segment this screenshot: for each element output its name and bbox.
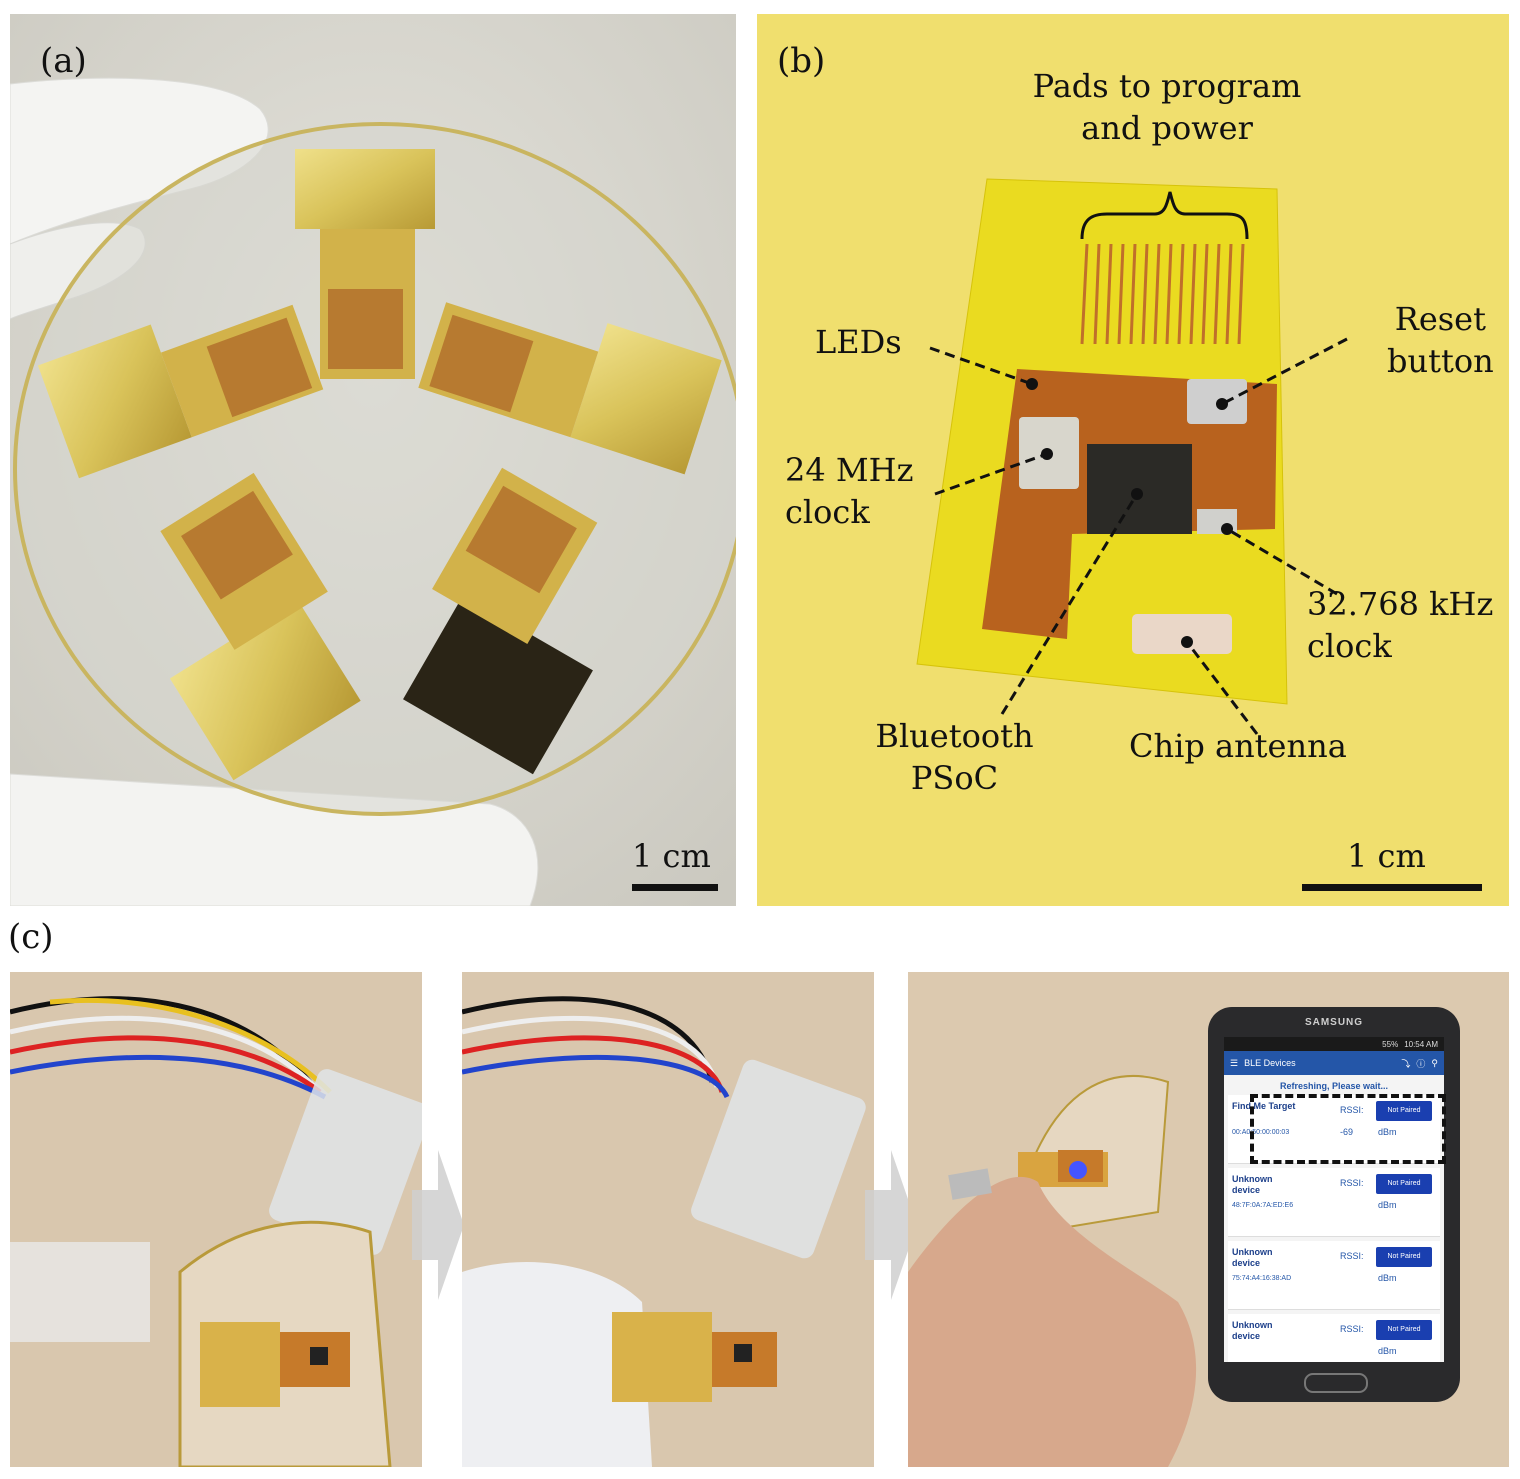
device-name: Find Me Target xyxy=(1232,1101,1296,1111)
share-icon[interactable]: ⤵ xyxy=(1401,1058,1411,1069)
status-time: 10:54 AM xyxy=(1404,1039,1438,1049)
scale-bar-label-b: 1 cm xyxy=(1347,837,1426,875)
info-icon[interactable]: ⓘ xyxy=(1416,1058,1426,1069)
highlight-box xyxy=(1250,1094,1446,1164)
rssi-unit: dBm xyxy=(1378,1127,1397,1137)
rssi-value: -69 xyxy=(1340,1127,1354,1137)
device-name-line2: device xyxy=(1232,1258,1261,1268)
annotation-reset: Reset button xyxy=(1387,299,1494,382)
annotation-leds: LEDs xyxy=(815,323,902,361)
phone-brand: SAMSUNG xyxy=(1304,1017,1364,1028)
panel-c-step2-photo xyxy=(462,972,874,1467)
panel-b-photo: (b) Pads to program and power LEDs Reset… xyxy=(757,14,1509,906)
device-address: 48:7F:0A:7A:ED:E6 xyxy=(1232,1202,1294,1209)
flex-circuit-bottom-left xyxy=(160,472,361,781)
flex-circuit-right xyxy=(418,302,722,475)
annotation-pads: Pads to program and power xyxy=(1017,66,1317,149)
not-paired-button[interactable]: Not Paired xyxy=(1376,1101,1432,1121)
panel-label-b: (b) xyxy=(777,41,826,81)
scale-bar-a xyxy=(632,884,718,891)
programmer-connect-photo xyxy=(10,972,422,1467)
device-name: Unknown xyxy=(1232,1247,1273,1257)
scale-bar-b xyxy=(1302,884,1482,891)
panel-c-step1-photo xyxy=(10,972,422,1467)
annotation-psoc-line1: Bluetooth xyxy=(875,717,1034,755)
scale-bar-label-a: 1 cm xyxy=(632,837,711,875)
menu-icon[interactable]: ☰ xyxy=(1230,1057,1239,1068)
chip-antenna-part xyxy=(1132,614,1232,654)
not-paired-button[interactable]: Not Paired xyxy=(1376,1247,1432,1267)
wafer-photo xyxy=(10,14,736,906)
device-address: 75:74:A4:16:38:AD xyxy=(1232,1275,1292,1282)
rssi-label: RSSI: xyxy=(1340,1178,1364,1188)
panel-a-photo: (a) 1 cm xyxy=(10,14,736,906)
flex-circuit-left xyxy=(37,304,324,479)
battery-text: 55% xyxy=(1382,1039,1399,1049)
status-bar: 55% 10:54 AM xyxy=(1224,1037,1444,1051)
flex-circuit-bottom-right xyxy=(403,467,598,775)
annotation-clock-32khz: 32.768 kHz clock xyxy=(1307,584,1493,667)
not-paired-button[interactable]: Not Paired xyxy=(1376,1174,1432,1194)
device-name: Unknown xyxy=(1232,1320,1273,1330)
phone-screen: 55% 10:54 AM ☰ BLE Devices ⤵ ⓘ ⚲ Refresh… xyxy=(1224,1037,1444,1362)
annotation-clock24-line2: clock xyxy=(785,492,870,531)
annotation-reset-line2: button xyxy=(1387,341,1494,380)
annotation-clock32-line2: clock xyxy=(1307,626,1392,665)
search-icon[interactable]: ⚲ xyxy=(1431,1057,1438,1068)
annotation-clock-24mhz: 24 MHz clock xyxy=(785,450,913,533)
annotation-antenna: Chip antenna xyxy=(1129,727,1347,765)
device-address: 00:A0:50:00:00:03 xyxy=(1232,1129,1290,1136)
flex-circuit-top xyxy=(295,149,435,379)
annotation-clock32-line1: 32.768 kHz xyxy=(1307,585,1494,623)
refresh-status: Refreshing, Please wait... xyxy=(1279,1081,1389,1091)
not-paired-button[interactable]: Not Paired xyxy=(1376,1320,1432,1340)
home-button[interactable] xyxy=(1304,1373,1368,1393)
programming-photo xyxy=(462,972,874,1467)
device-name-line2: device xyxy=(1232,1331,1261,1341)
rssi-unit: dBm xyxy=(1378,1273,1397,1283)
annotation-reset-line1: Reset xyxy=(1394,300,1486,338)
annotation-psoc-line2: PSoC xyxy=(910,758,999,797)
device-name-line2: device xyxy=(1232,1185,1261,1195)
device-closeup-photo xyxy=(757,14,1509,906)
rssi-unit: dBm xyxy=(1378,1346,1397,1356)
rssi-label: RSSI: xyxy=(1340,1105,1364,1115)
annotation-pads-line1: Pads to program xyxy=(1032,67,1302,105)
annotation-pads-line2: and power xyxy=(1081,108,1253,147)
phone: SAMSUNG 55% 10:54 AM ☰ BLE Devices ⤵ ⓘ ⚲… xyxy=(1208,1007,1460,1402)
device-name: Unknown xyxy=(1232,1174,1273,1184)
list-item[interactable]: Find Me Target 00:A0:50:00:00:03 RSSI: -69 d… xyxy=(1228,1095,1440,1164)
annotation-psoc: Bluetooth PSoC xyxy=(867,716,1042,799)
arrow-icon xyxy=(412,1150,464,1300)
rssi-label: RSSI: xyxy=(1340,1251,1364,1261)
arrow-icon xyxy=(865,1150,917,1300)
rssi-label: RSSI: xyxy=(1340,1324,1364,1334)
rssi-unit: dBm xyxy=(1378,1200,1397,1210)
panel-c-step3-photo: SAMSUNG 55% 10:54 AM ☰ BLE Devices ⤵ ⓘ ⚲… xyxy=(908,972,1509,1467)
app-title: BLE Devices xyxy=(1244,1058,1296,1068)
app-bar: ☰ BLE Devices ⤵ ⓘ ⚲ xyxy=(1224,1051,1444,1075)
panel-label-a: (a) xyxy=(40,41,87,81)
annotation-clock24-line1: 24 MHz xyxy=(785,451,914,489)
panel-label-c: (c) xyxy=(8,917,54,957)
